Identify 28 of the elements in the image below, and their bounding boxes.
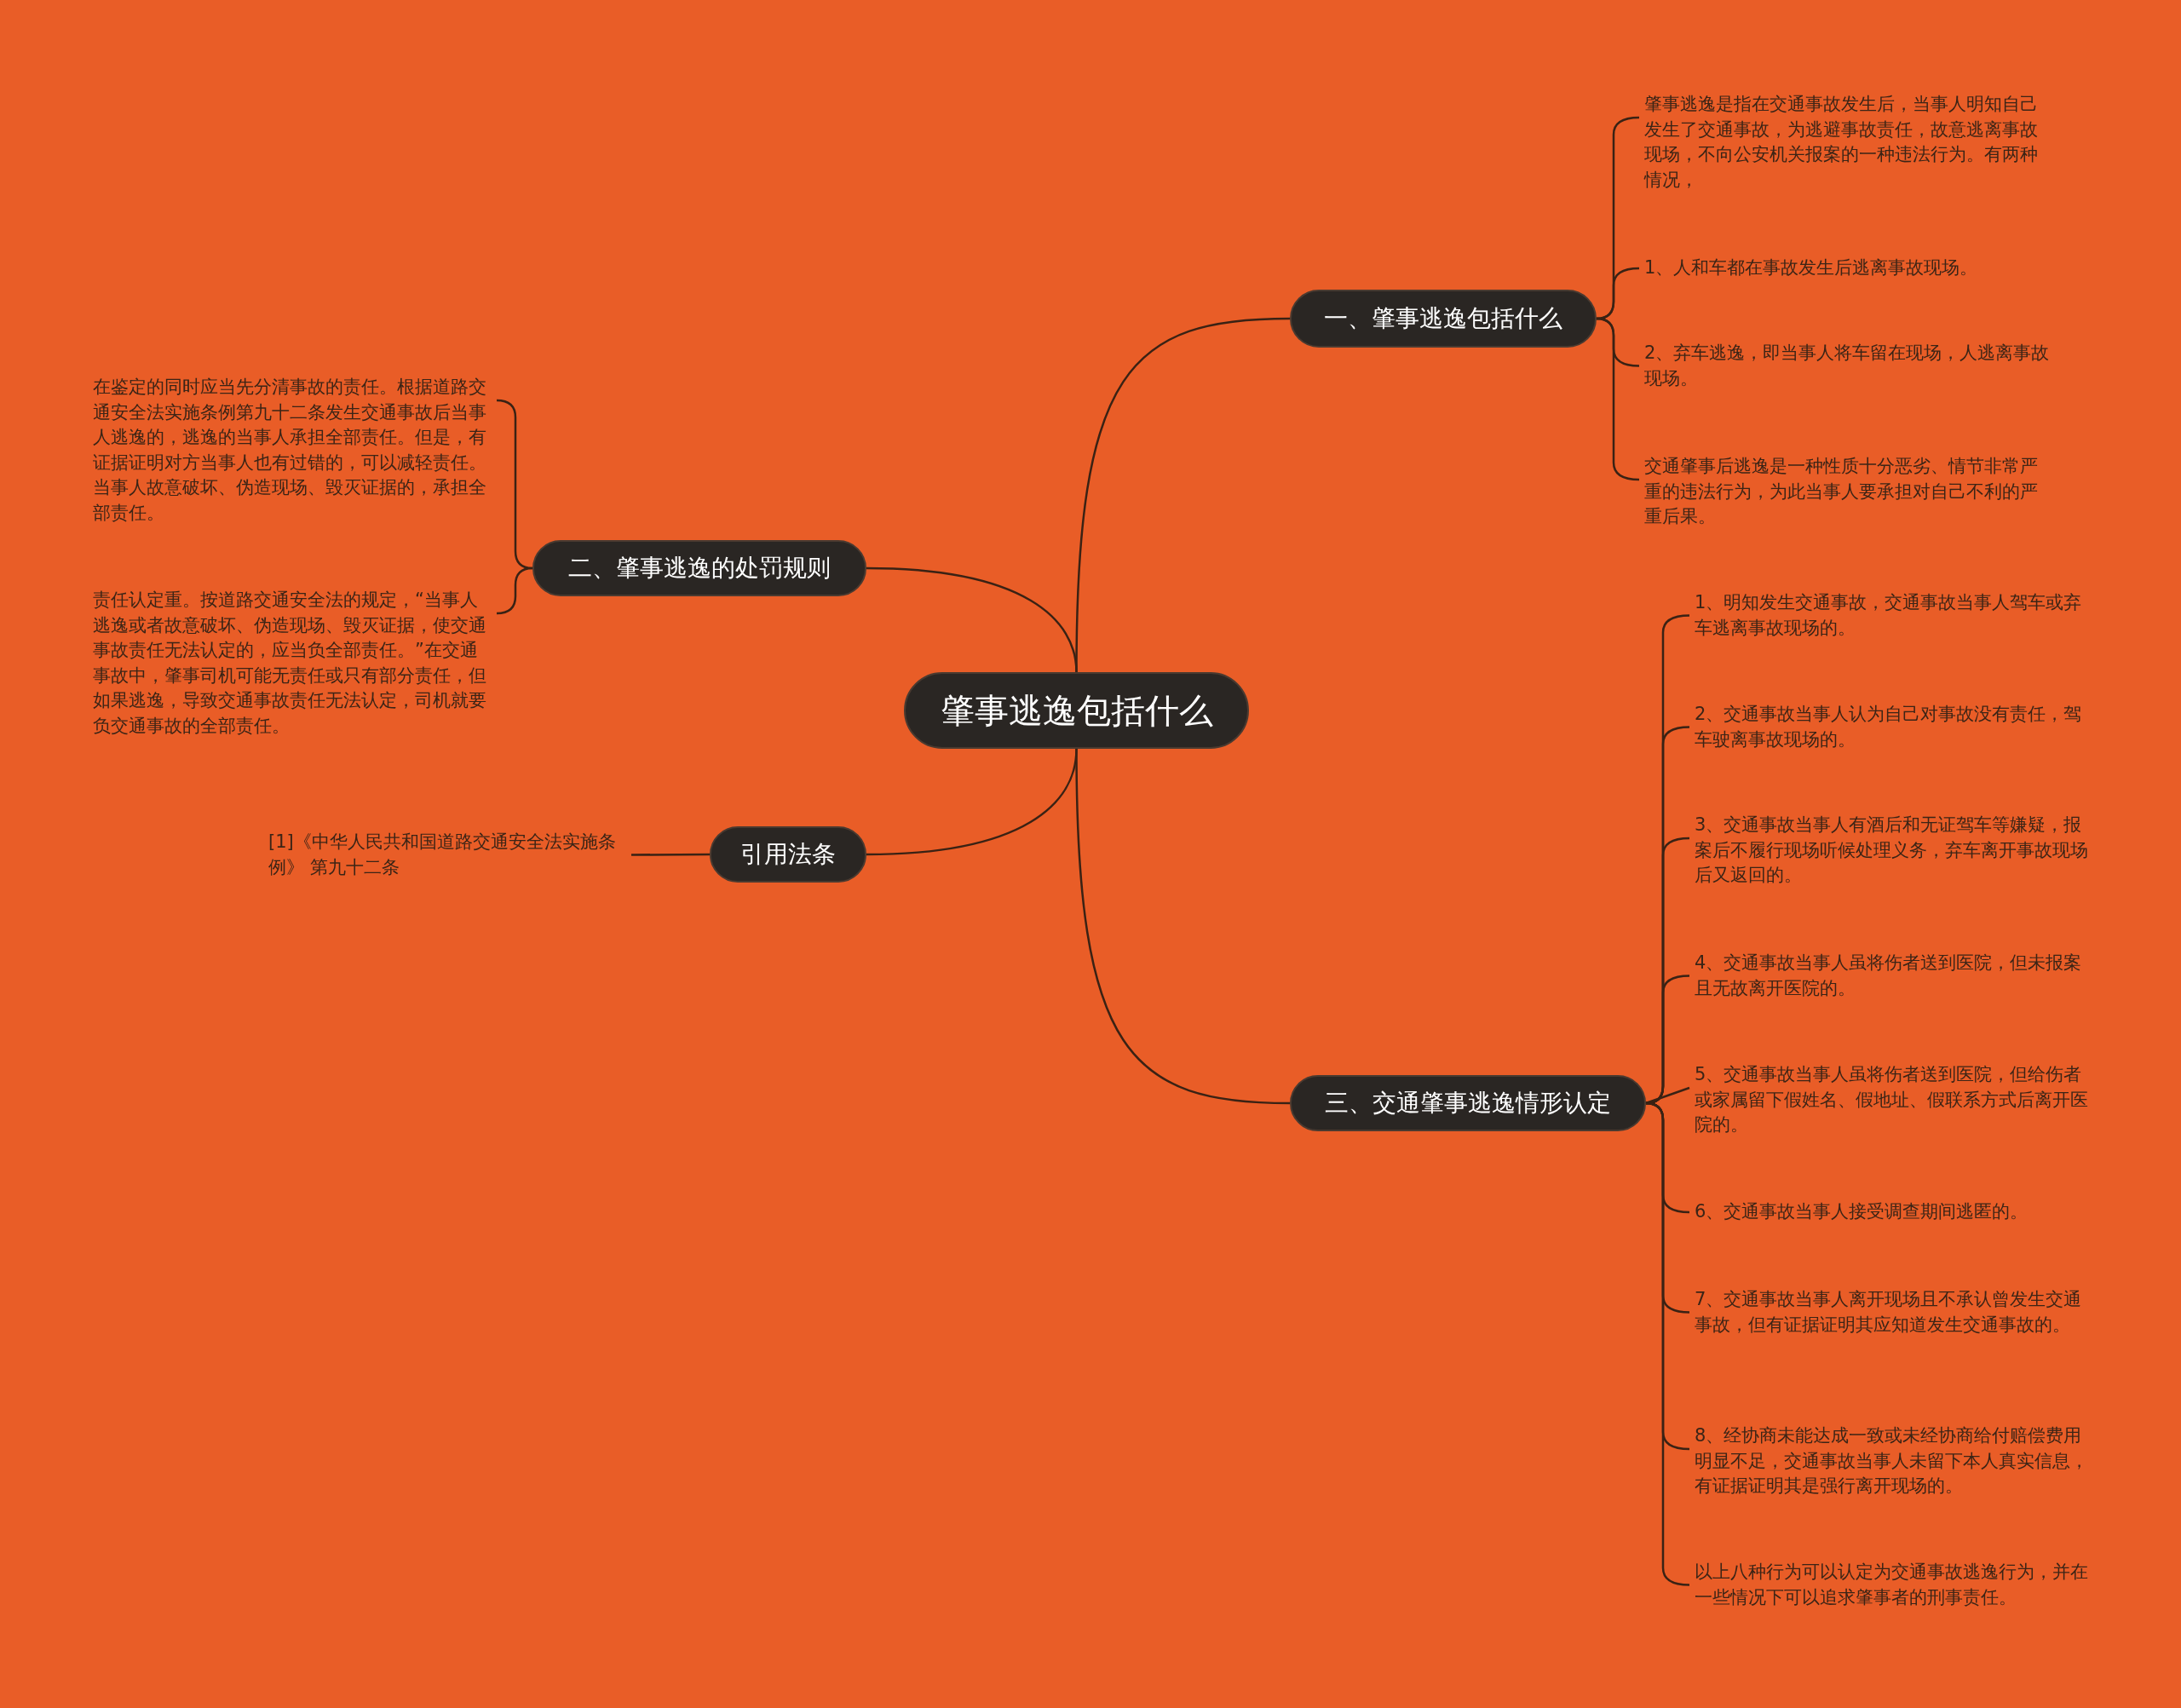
connector-line bbox=[1596, 317, 1640, 481]
connector-line bbox=[631, 853, 710, 856]
note-text: 3、交通事故当事人有酒后和无证驾车等嫌疑，报案后不履行现场听候处理义务，弃车离开事故现场后又返回的。 bbox=[1695, 813, 2095, 889]
central-topic: 肇事逃逸包括什么 bbox=[904, 672, 1249, 749]
note-text: 1、人和车都在事故发生后逃离事故现场。 bbox=[1644, 256, 2053, 281]
note-text: 7、交通事故当事人离开现场且不承认曾发生交通事故，但有证据证明其应知道发生交通事故的。 bbox=[1695, 1287, 2095, 1337]
topic-pill: 三、交通肇事逃逸情形认定 bbox=[1290, 1075, 1646, 1131]
note-text: 8、经协商未能达成一致或未经协商给付赔偿费用明显不足，交通事故当事人未留下本人真实信息，有证据证明其是强行离开现场的。 bbox=[1695, 1423, 2095, 1499]
note-text: [1]《中华人民共和国道路交通安全法实施条例》 第九十二条 bbox=[268, 830, 626, 880]
connector-line bbox=[496, 566, 533, 615]
note-text: 在鉴定的同时应当先分清事故的责任。根据道路交通安全法实施条例第九十二条发生交通事故后当事人逃逸的，逃逸的当事人承担全部责任。但是，有证据证明对方当事人也有过错的，可以减轻责任。当事人故意破坏、伪造现场、毁灭证据的，承担全部责任。 bbox=[93, 375, 492, 526]
note-text: 6、交通事故当事人接受调查期间逃匿的。 bbox=[1695, 1199, 2095, 1225]
note-text: 以上八种行为可以认定为交通事故逃逸行为，并在一些情况下可以追求肇事者的刑事责任。 bbox=[1695, 1560, 2095, 1610]
topic-pill: 二、肇事逃逸的处罚规则 bbox=[532, 540, 866, 596]
connector-line bbox=[1645, 1086, 1690, 1105]
connector-line bbox=[1075, 748, 1291, 1105]
note-text: 交通肇事后逃逸是一种性质十分恶劣、情节非常严重的违法行为，为此当事人要承担对自己不利的严重后果。 bbox=[1644, 454, 2053, 530]
connector-line bbox=[1645, 1101, 1690, 1586]
topic-pill: 引用法条 bbox=[710, 826, 866, 883]
note-text: 肇事逃逸是指在交通事故发生后，当事人明知自己发生了交通事故，为逃避事故责任，故意逃离事故现场，不向公安机关报案的一种违法行为。有两种情况， bbox=[1644, 92, 2053, 193]
note-text: 2、交通事故当事人认为自己对事故没有责任，驾车驶离事故现场的。 bbox=[1695, 702, 2095, 752]
connector-line bbox=[866, 566, 1078, 673]
note-text: 1、明知发生交通事故，交通事故当事人驾车或弃车逃离事故现场的。 bbox=[1695, 590, 2095, 641]
note-text: 2、弃车逃逸，即当事人将车留在现场，人逃离事故现场。 bbox=[1644, 341, 2053, 391]
note-text: 4、交通事故当事人虽将伤者送到医院，但未报案且无故离开医院的。 bbox=[1695, 951, 2095, 1001]
note-text: 5、交通事故当事人虽将伤者送到医院，但给伤者或家属留下假姓名、假地址、假联系方式后离开医院的。 bbox=[1695, 1062, 2095, 1138]
note-text: 责任认定重。按道路交通安全法的规定，“当事人逃逸或者故意破坏、伪造现场、毁灭证据，使交通事故责任无法认定的，应当负全部责任。”在交通事故中，肇事司机可能无责任或只有部分责任，但如果逃逸，导致交通事故责任无法认定，司机就要负交通事故的全部责任。 bbox=[93, 588, 492, 739]
topic-pill: 一、肇事逃逸包括什么 bbox=[1290, 290, 1597, 348]
